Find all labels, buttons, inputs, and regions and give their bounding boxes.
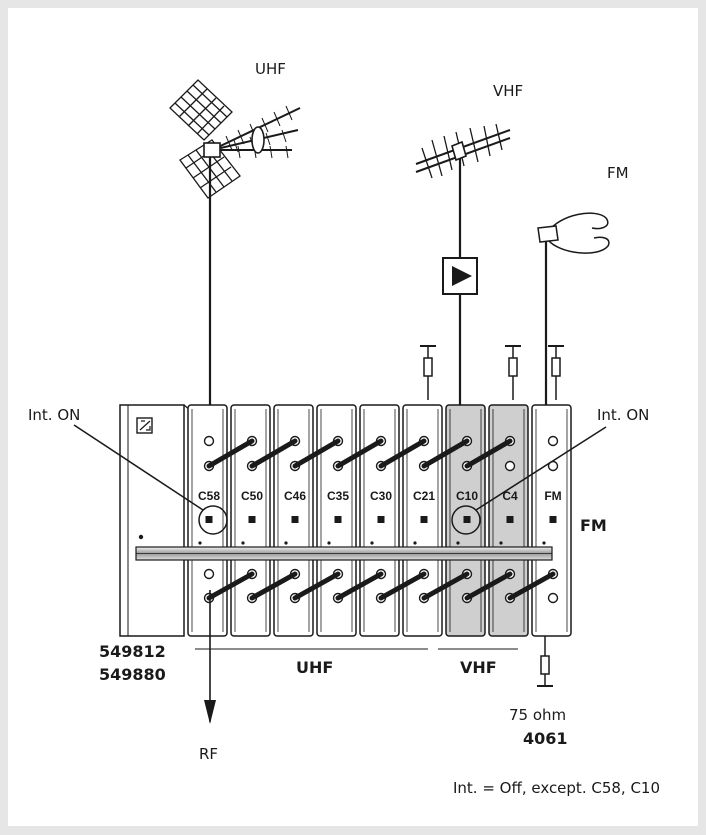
vhf-antenna-label: VHF <box>493 82 523 100</box>
rf-output-label: RF <box>199 745 218 763</box>
module-label: C58 <box>198 489 220 503</box>
jumper-bottom-4 <box>378 571 427 601</box>
termination-value: 75 ohm <box>509 706 566 724</box>
uhf-group-label: UHF <box>296 658 333 677</box>
jumper-top-1 <box>249 438 298 469</box>
termination-code: 4061 <box>523 729 568 748</box>
int-on-callout-left <box>73 424 228 535</box>
module-label: C46 <box>284 489 306 503</box>
jumper-bottom-7 <box>507 571 556 601</box>
module-label: C21 <box>413 489 435 503</box>
vhf-group-label: VHF <box>460 658 497 677</box>
jumper-bottom-2 <box>292 571 341 601</box>
jumper-bottom-5 <box>421 571 470 601</box>
din-rail <box>135 546 553 561</box>
module-label: C10 <box>456 489 478 503</box>
uhf-antenna-icon <box>169 79 301 199</box>
power-supply-unit <box>119 404 191 637</box>
jumpers-layer <box>206 438 556 601</box>
jumper-top-4 <box>378 438 427 469</box>
fm-antenna-icon <box>537 212 610 254</box>
bottom-termination <box>537 636 553 687</box>
vhf-antenna-icon <box>415 123 511 179</box>
jumper-top-2 <box>292 438 341 469</box>
jumper-bottom-6 <box>464 571 513 601</box>
top-terminations <box>420 345 564 400</box>
int-on-label-right: Int. ON <box>597 406 649 424</box>
fm-side-label: FM <box>580 516 607 535</box>
module-label: C4 <box>502 489 518 503</box>
int-on-callout-right <box>451 426 607 535</box>
footnote: Int. = Off, except. C58, C10 <box>453 779 660 797</box>
fm-antenna-label: FM <box>607 164 629 182</box>
jumper-bottom-1 <box>249 571 298 601</box>
jumper-top-3 <box>335 438 384 469</box>
jumper-bottom-3 <box>335 571 384 601</box>
int-on-label-left: Int. ON <box>28 406 80 424</box>
jumper-top-0 <box>206 438 255 469</box>
module-fm: FM <box>531 404 572 637</box>
uhf-antenna-label: UHF <box>255 60 286 78</box>
jumper-top-6 <box>464 438 513 469</box>
module-label: C50 <box>241 489 263 503</box>
product-code-2: 549880 <box>99 665 166 684</box>
feed-lines <box>208 157 548 438</box>
jumper-bottom-0 <box>206 571 255 601</box>
jumper-top-5 <box>421 438 470 469</box>
module-label: C35 <box>327 489 349 503</box>
product-code-1: 549812 <box>99 642 166 661</box>
module-label: C30 <box>370 489 392 503</box>
amplifier-icon <box>442 257 478 295</box>
module-label: FM <box>544 489 561 503</box>
rf-output-arrow <box>204 590 216 724</box>
module-c58: C58 <box>187 404 228 637</box>
